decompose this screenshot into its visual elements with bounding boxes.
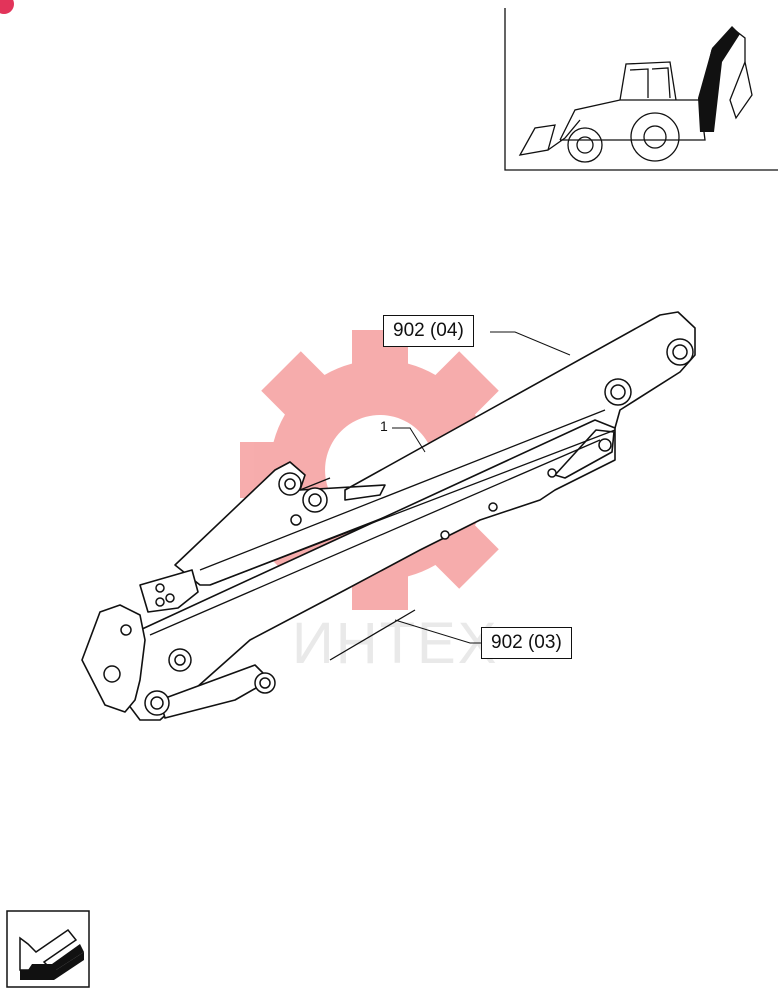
arrow-icon <box>6 910 90 988</box>
callout-902-04: 902 (04) <box>383 315 474 347</box>
callout-902-03: 902 (03) <box>481 627 572 659</box>
part-ref-label: 1 <box>380 418 388 434</box>
leader-lower <box>394 619 482 644</box>
prev-page-arrow-icon[interactable] <box>6 910 90 988</box>
corner-badge <box>0 0 14 14</box>
leader-ref <box>392 427 426 453</box>
leader-upper <box>490 331 571 356</box>
upper-arm <box>174 311 696 586</box>
